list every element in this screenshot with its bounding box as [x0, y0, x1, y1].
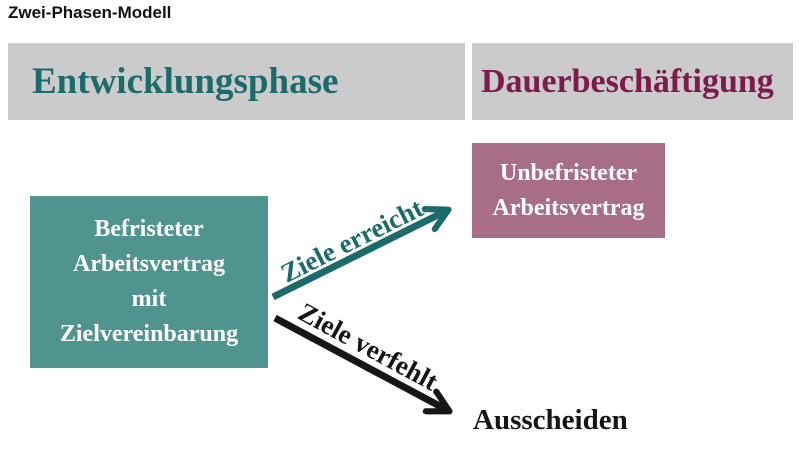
box-line: Arbeitsvertrag: [492, 194, 645, 221]
box-befristeter-arbeitsvertrag: Befristeter Arbeitsvertrag mit Zielverei…: [30, 196, 268, 368]
phase-header-label: Dauerbeschäftigung: [481, 62, 774, 100]
box-line: mit: [131, 286, 167, 312]
outcome-ausscheiden: Ausscheiden: [473, 404, 628, 436]
phase-header-dauerbeschaeftigung: Dauerbeschäftigung: [472, 43, 793, 120]
phase-header-entwicklungsphase: Entwicklungsphase: [8, 43, 465, 120]
box-line: Befristeter: [94, 216, 204, 242]
phase-header-label: Entwicklungsphase: [32, 61, 339, 102]
arrow-ziele-erreicht: [271, 211, 446, 301]
arrow-ziele-verfehlt: [273, 314, 447, 410]
box-unbefristeter-arbeitsvertrag: Unbefristeter Arbeitsvertrag: [472, 143, 665, 238]
box-line: Zielvereinbarung: [59, 321, 239, 347]
box-line: Arbeitsvertrag: [73, 251, 225, 277]
page-title: Zwei-Phasen-Modell: [8, 3, 172, 22]
box-line: Unbefristeter: [499, 159, 638, 186]
